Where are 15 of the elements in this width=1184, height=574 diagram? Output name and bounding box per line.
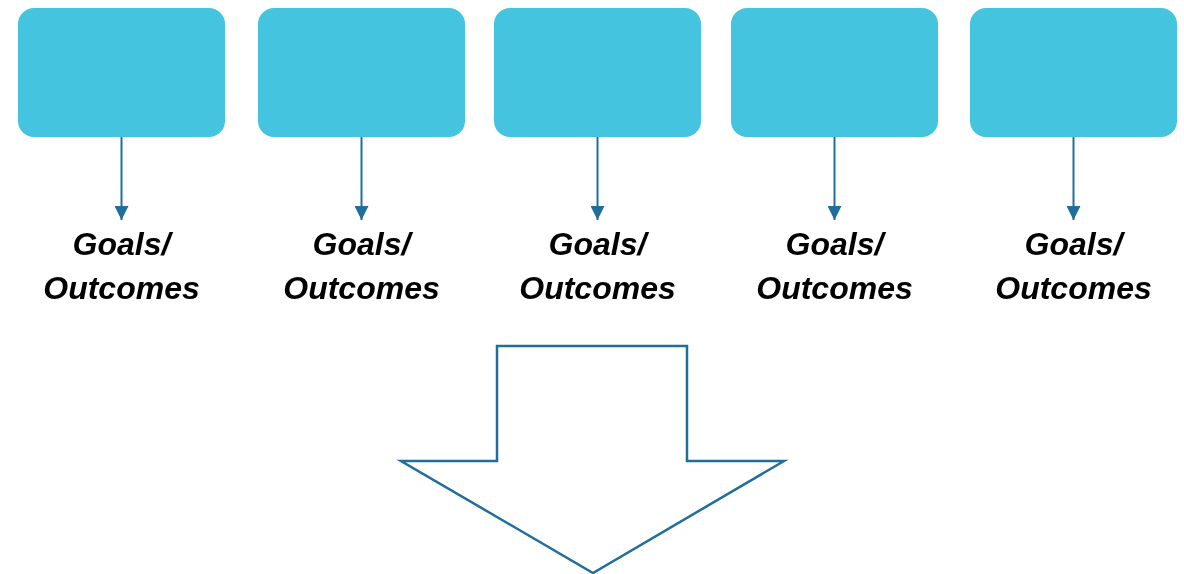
outcome-label: Goals/ Outcomes bbox=[518, 225, 677, 308]
arrow bbox=[827, 136, 842, 221]
arrow bbox=[1066, 136, 1081, 221]
arrow bbox=[114, 136, 129, 221]
outcome-label: Goals/ Outcomes bbox=[282, 225, 441, 308]
rounded-box bbox=[18, 8, 225, 137]
arrow bbox=[354, 136, 369, 221]
outcome-label: Goals/ Outcomes bbox=[755, 225, 914, 308]
rounded-box bbox=[731, 8, 938, 137]
rounded-box bbox=[494, 8, 701, 137]
rounded-box bbox=[970, 8, 1177, 137]
outcome-label: Goals/ Outcomes bbox=[994, 225, 1153, 308]
outcome-label: Goals/ Outcomes bbox=[42, 225, 201, 308]
rounded-box bbox=[258, 8, 465, 137]
arrow bbox=[590, 136, 605, 221]
